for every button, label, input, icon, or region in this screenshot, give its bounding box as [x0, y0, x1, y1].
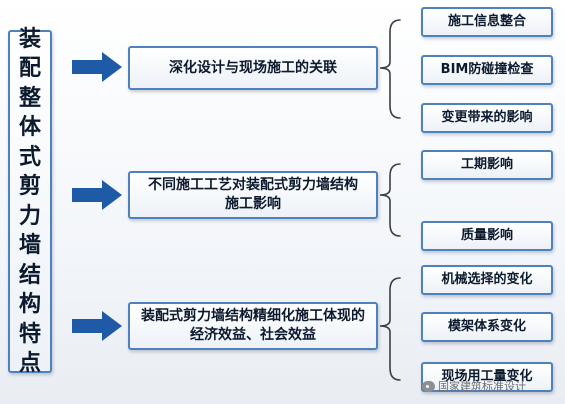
- arrow-right-icon: [72, 52, 122, 82]
- root-char: 力: [18, 203, 41, 229]
- root-title-box: 装 配 整 体 式 剪 力 墙 结 构 特 点: [8, 27, 52, 376]
- root-char: 剪: [18, 174, 41, 199]
- leaf-label: 机械选择的变化: [441, 272, 533, 287]
- leaf-label: 工期影响: [460, 157, 513, 172]
- leaf-label: 质量影响: [460, 228, 513, 243]
- bracket-group-1: [379, 19, 401, 119]
- arrow-right-icon: [72, 311, 122, 341]
- leaf-box: 质量影响: [421, 221, 553, 251]
- group-label: 装配式剪力墙结构精细化施工体现的经济效益、社会效益: [141, 308, 365, 343]
- watermark-text: 国家建筑标准设计: [438, 380, 526, 393]
- root-char: 装: [18, 26, 41, 52]
- leaf-label: 模架体系变化: [447, 319, 526, 334]
- leaf-label: 现场用工量变化: [441, 369, 533, 384]
- wechat-icon: [422, 380, 435, 392]
- root-char: 特: [18, 321, 41, 347]
- leaf-box: 施工信息整合: [421, 7, 553, 37]
- bracket-group-3: [379, 277, 401, 381]
- arrow-right-icon: [72, 180, 122, 210]
- bracket-group-2: [379, 163, 401, 237]
- root-char: 式: [18, 144, 41, 170]
- root-char: 整: [18, 85, 41, 111]
- root-char: 结: [18, 262, 41, 288]
- root-char: 构: [18, 292, 41, 317]
- group-label: 深化设计与现场施工的关联: [169, 59, 337, 76]
- group-box-benefits: 装配式剪力墙结构精细化施工体现的经济效益、社会效益: [128, 302, 378, 350]
- leaf-box: 变更带来的影响: [421, 103, 553, 133]
- root-char: 墙: [18, 233, 41, 258]
- leaf-box: 模架体系变化: [421, 312, 553, 342]
- root-char: 点: [18, 351, 41, 376]
- leaf-label: 施工信息整合: [447, 14, 526, 29]
- root-char: 配: [18, 56, 41, 81]
- group-box-construction-process: 不同施工工艺对装配式剪力墙结构施工影响: [128, 171, 378, 219]
- root-char: 体: [18, 115, 41, 140]
- leaf-box: 现场用工量变化: [421, 362, 553, 392]
- group-label: 不同施工工艺对装配式剪力墙结构施工影响: [148, 177, 358, 212]
- group-box-design-site: 深化设计与现场施工的关联: [128, 46, 378, 90]
- watermark: 国家建筑标准设计: [422, 378, 526, 394]
- leaf-label: 变更带来的影响: [441, 110, 533, 125]
- leaf-box: 机械选择的变化: [421, 265, 553, 295]
- leaf-box: BIM防碰撞检查: [421, 55, 553, 85]
- leaf-box: 工期影响: [421, 150, 553, 180]
- leaf-label: BIM防碰撞检查: [440, 62, 534, 77]
